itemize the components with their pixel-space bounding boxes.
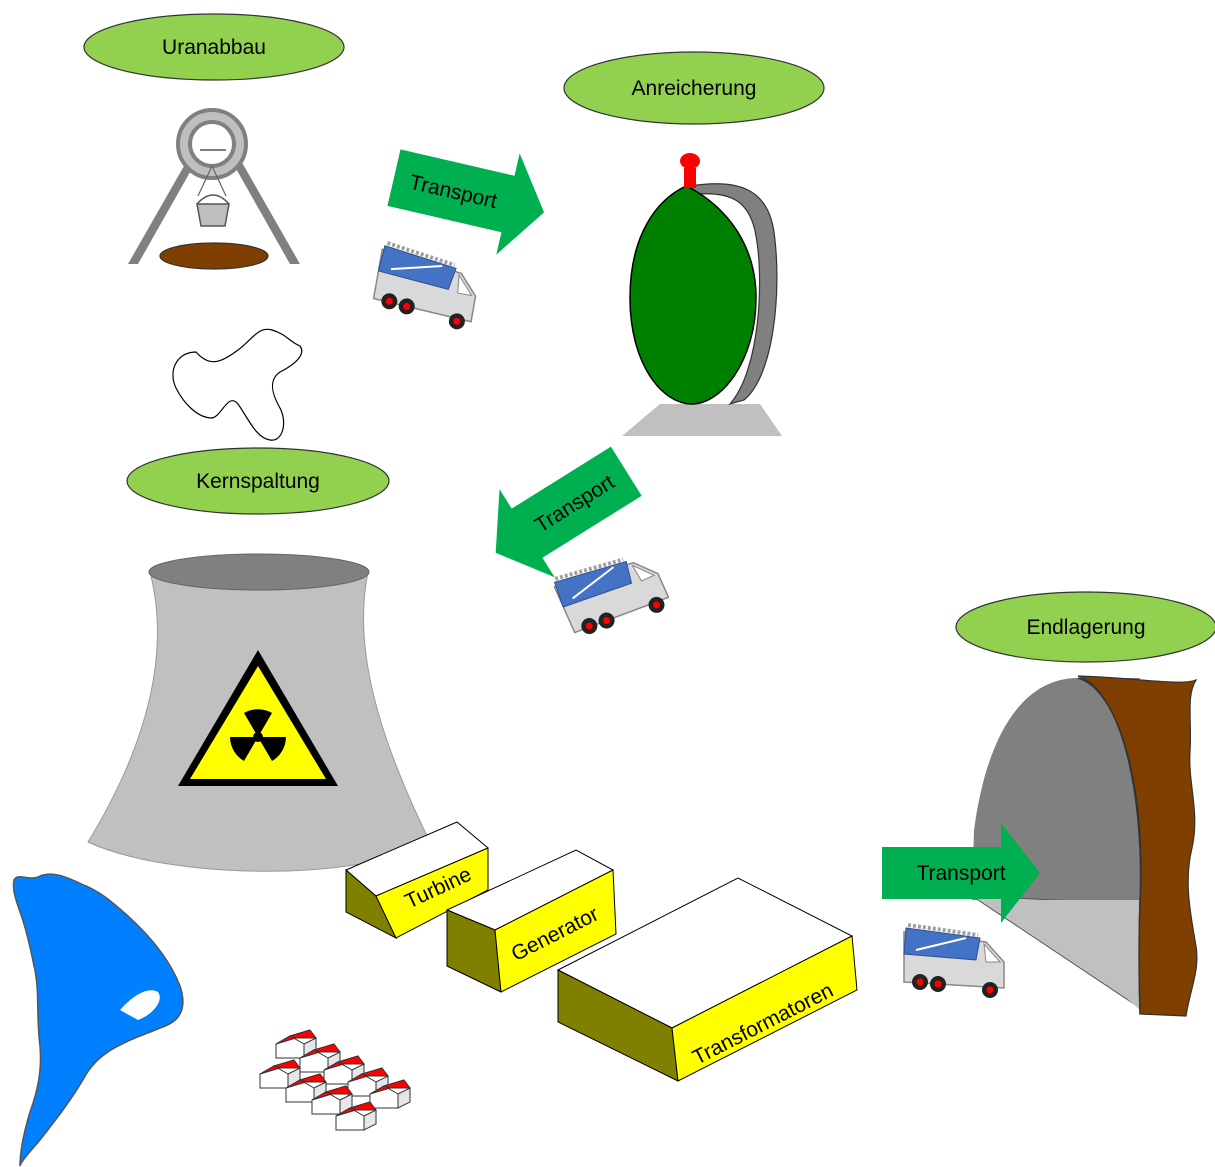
svg-text:Transport: Transport bbox=[916, 862, 1005, 885]
village-icon bbox=[260, 1030, 410, 1130]
svg-text:Endlagerung: Endlagerung bbox=[1026, 616, 1145, 639]
stage-label-endlagerung: Endlagerung bbox=[956, 592, 1215, 662]
svg-text:Anreicherung: Anreicherung bbox=[632, 77, 757, 100]
svg-text:Uranabbau: Uranabbau bbox=[162, 36, 266, 59]
transport-arrow-to-enrichment: Transport bbox=[382, 127, 555, 263]
truck-icon bbox=[371, 242, 482, 331]
stage-label-kernspaltung: Kernspaltung bbox=[127, 448, 389, 514]
enrichment-tank-icon bbox=[622, 153, 782, 436]
stage-label-anreicherung: Anreicherung bbox=[564, 52, 824, 124]
truck-icon bbox=[552, 540, 673, 647]
mine-winch-icon bbox=[128, 110, 300, 269]
river-icon bbox=[13, 874, 182, 1166]
uranium-ore-icon bbox=[173, 329, 302, 440]
svg-text:Kernspaltung: Kernspaltung bbox=[196, 470, 320, 493]
truck-icon bbox=[904, 925, 1004, 998]
stage-label-uranabbau: Uranabbau bbox=[84, 14, 344, 80]
